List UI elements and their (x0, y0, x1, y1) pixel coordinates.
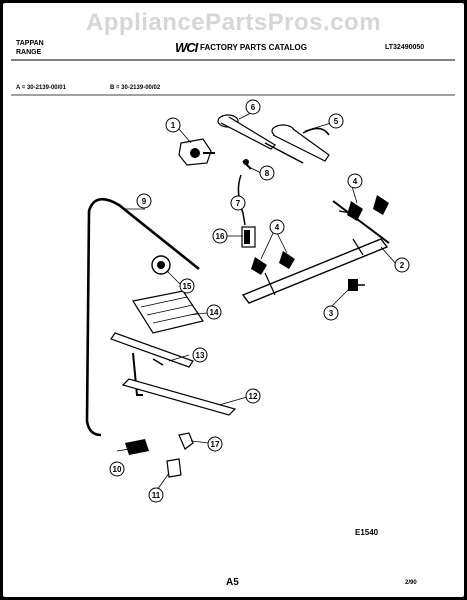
page-label: A5 (226, 577, 239, 588)
callout-circle (179, 278, 195, 294)
part-switch-10 (125, 439, 149, 455)
callout-circle (109, 461, 125, 477)
callout-circle (230, 195, 246, 211)
callout-circle (148, 487, 164, 503)
callout-circle (192, 347, 208, 363)
callout-part-9: 9 (136, 193, 152, 209)
callout-part-4: 4 (269, 219, 285, 235)
callout-circle (245, 99, 261, 115)
parts-diagram-page: AppliancePartsPros.com TAPPAN RANGE WCI … (3, 3, 464, 597)
callout-part-4: 4 (347, 173, 363, 189)
callout-part-12: 12 (245, 388, 261, 404)
callout-circle (269, 219, 285, 235)
part-bracket-12 (121, 378, 237, 416)
callout-circle (165, 117, 181, 133)
callout-number: 4 (275, 223, 280, 232)
callout-circle (328, 113, 344, 129)
part-nut-15 (151, 255, 171, 275)
appliance-type-line2: RANGE (16, 49, 42, 56)
part-valve-4-left (251, 251, 295, 275)
callout-number: 3 (329, 309, 334, 318)
callout-circle (136, 193, 152, 209)
callout-part-11: 11 (148, 487, 164, 503)
part-oven-tube-9 (85, 197, 200, 437)
part-knob-3 (348, 279, 365, 291)
callout-circle (212, 228, 228, 244)
callout-part-6: 6 (245, 99, 261, 115)
part-bracket-11 (166, 458, 182, 478)
watermark: AppliancePartsPros.com (85, 9, 382, 36)
figure-code: E1540 (355, 528, 379, 537)
callout-part-2: 2 (394, 257, 410, 273)
part-manifold (241, 200, 390, 304)
callout-number: 14 (210, 308, 219, 317)
appliance-type-line1: TAPPAN (16, 40, 44, 47)
callout-number: 15 (183, 282, 192, 291)
part-gas-line-7 (237, 174, 246, 226)
callout-part-10: 10 (109, 461, 125, 477)
callout-part-5: 5 (328, 113, 344, 129)
callout-circle (394, 257, 410, 273)
variant-a: A = 30-2139-00/01 (16, 85, 66, 91)
callout-circle (323, 305, 339, 321)
callout-part-13: 13 (192, 347, 208, 363)
date-code: 2/90 (405, 580, 417, 586)
brand-logo: WCI (175, 40, 198, 55)
callout-circle (206, 304, 222, 320)
variant-b: B = 30-2139-00/02 (110, 85, 161, 91)
callout-number: 2 (400, 261, 405, 270)
callout-number: 16 (216, 232, 225, 241)
callout-number: 12 (249, 392, 258, 401)
callout-number: 1 (171, 121, 176, 130)
callout-number: 13 (196, 351, 205, 360)
callout-part-14: 14 (206, 304, 222, 320)
callout-part-3: 3 (323, 305, 339, 321)
catalog-title: FACTORY PARTS CATALOG (200, 43, 307, 52)
callout-part-1: 1 (165, 117, 181, 133)
part-thermostat (178, 138, 215, 166)
callout-part-7: 7 (230, 195, 246, 211)
part-valve-4-right (338, 195, 389, 221)
part-igniter-16 (241, 226, 256, 248)
callout-number: 11 (152, 491, 161, 500)
callout-number: 5 (334, 117, 339, 126)
callout-circle (259, 165, 275, 181)
model-number: LT32490050 (385, 44, 425, 51)
callout-part-17: 17 (207, 436, 223, 452)
callout-number: 7 (236, 199, 241, 208)
callout-number: 9 (142, 197, 147, 206)
part-clip-17 (178, 432, 194, 450)
callout-part-16: 16 (212, 228, 228, 244)
callout-part-15: 15 (179, 278, 195, 294)
callout-number: 4 (353, 177, 358, 186)
callout-circle (207, 436, 223, 452)
part-top-burner-5 (271, 124, 330, 162)
callout-circle (347, 173, 363, 189)
part-oven-burner-13 (110, 332, 194, 396)
callout-number: 10 (113, 465, 122, 474)
callout-circle (245, 388, 261, 404)
callout-number: 8 (265, 169, 270, 178)
callout-number: 17 (211, 440, 220, 449)
part-top-burner-6 (217, 114, 304, 164)
callout-part-8: 8 (259, 165, 275, 181)
part-heat-shield-14 (132, 290, 204, 334)
callout-number: 6 (251, 103, 256, 112)
